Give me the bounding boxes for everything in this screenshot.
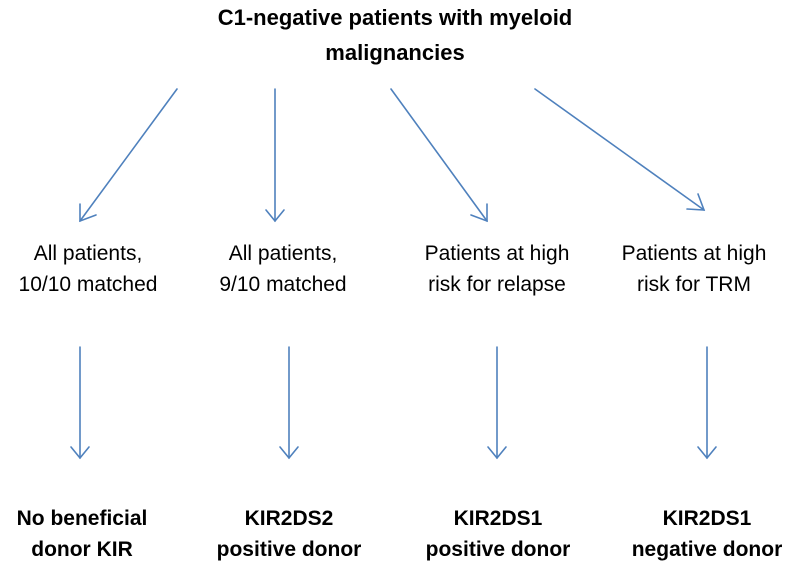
outcome-kir2ds2-positive: KIR2DS2 positive donor: [184, 503, 394, 565]
title-line-1: C1-negative patients with myeloid: [217, 5, 573, 30]
arrow-group-4-to-outcome-4: [697, 346, 717, 460]
outcome-3-line-2: positive donor: [425, 538, 571, 561]
group-high-risk-relapse: Patients at high risk for relapse: [402, 238, 592, 300]
group-2-line-2: 9/10 matched: [219, 273, 347, 296]
title-line-2: malignancies: [325, 40, 465, 65]
outcome-4-line-1: KIR2DS1: [662, 507, 752, 530]
arrow-title-to-group-1: [79, 88, 178, 223]
group-9-10-matched: All patients, 9/10 matched: [188, 238, 378, 300]
arrow-group-1-to-outcome-1: [70, 346, 90, 460]
arrow-group-3-to-outcome-3: [487, 346, 507, 460]
group-1-line-2: 10/10 matched: [18, 273, 158, 296]
group-1-line-1: All patients,: [33, 242, 143, 265]
group-high-risk-trm: Patients at high risk for TRM: [599, 238, 789, 300]
group-10-10-matched: All patients, 10/10 matched: [0, 238, 183, 300]
outcome-3-line-1: KIR2DS1: [453, 507, 543, 530]
outcome-2-line-2: positive donor: [216, 538, 362, 561]
arrow-title-to-group-2: [265, 88, 285, 223]
arrow-group-2-to-outcome-2: [279, 346, 299, 460]
arrow-title-to-group-4: [534, 88, 706, 211]
outcome-1-line-1: No beneficial: [16, 507, 148, 530]
group-3-line-2: risk for relapse: [428, 273, 566, 296]
outcome-kir2ds1-positive: KIR2DS1 positive donor: [393, 503, 603, 565]
outcome-1-line-2: donor KIR: [31, 538, 133, 561]
arrow-title-to-group-3: [390, 88, 488, 223]
group-3-line-1: Patients at high: [424, 242, 570, 265]
outcome-kir2ds1-negative: KIR2DS1 negative donor: [602, 503, 789, 565]
outcome-4-line-2: negative donor: [631, 538, 783, 561]
outcome-2-line-1: KIR2DS2: [244, 507, 334, 530]
diagram-title: C1-negative patients with myeloid malign…: [95, 0, 695, 70]
group-4-line-2: risk for TRM: [637, 273, 751, 296]
group-2-line-1: All patients,: [228, 242, 338, 265]
outcome-no-beneficial-kir: No beneficial donor KIR: [0, 503, 187, 565]
group-4-line-1: Patients at high: [621, 242, 767, 265]
